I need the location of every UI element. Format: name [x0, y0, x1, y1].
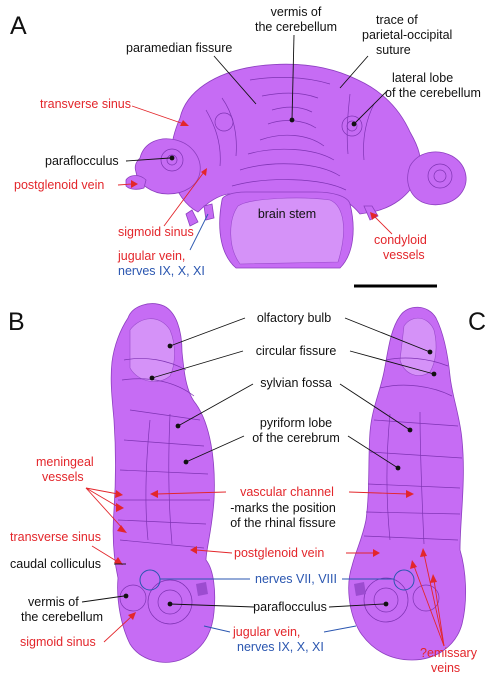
label-a-postglenoid-vein: postglenoid vein — [14, 178, 104, 192]
point-b-olfactory — [168, 344, 173, 349]
label-olfactory-bulb: olfactory bulb — [257, 311, 331, 325]
label-meningeal-2: vessels — [42, 470, 84, 484]
label-a-transverse-sinus: transverse sinus — [40, 97, 131, 111]
label-a-jugular-vein: jugular vein, — [117, 249, 185, 263]
label-sylvian-fossa: sylvian fossa — [260, 376, 332, 390]
point-c-paraflocculus — [384, 602, 389, 607]
label-b-transverse-sinus: transverse sinus — [10, 530, 101, 544]
point-a-vermis — [290, 118, 295, 123]
panel-label-b: B — [8, 308, 25, 336]
label-circular-fissure: circular fissure — [256, 344, 337, 358]
label-a-trace-2: parietal-occipital — [362, 28, 452, 42]
label-a-lateral-lobe-2: of the cerebellum — [385, 86, 481, 100]
label-b-vermis-2: the cerebellum — [21, 610, 103, 624]
leader-b-vermis — [82, 596, 124, 602]
point-c-olfactory — [428, 350, 433, 355]
point-c-circular — [432, 372, 437, 377]
point-b-pyriform — [184, 460, 189, 465]
label-b-jugular-vein: jugular vein, — [232, 625, 300, 639]
leader-a-condyloid — [374, 216, 392, 234]
label-b-nerves-ix-x-xi: nerves IX, X, XI — [237, 640, 324, 654]
panel-c-specimen — [349, 307, 466, 660]
label-nerves-vii-viii: nerves VII, VIII — [255, 572, 337, 586]
point-b-sylvian — [176, 424, 181, 429]
panel-label-c: C — [468, 308, 486, 336]
label-rhinal-note-1: -marks the position — [230, 501, 336, 515]
label-pyriform-lobe-2: of the cerebrum — [252, 431, 340, 445]
label-a-paramedian-fissure: paramedian fissure — [126, 41, 232, 55]
label-a-condyloid-1: condyloid — [374, 233, 427, 247]
point-c-sylvian — [408, 428, 413, 433]
label-rhinal-note-2: of the rhinal fissure — [230, 516, 336, 530]
point-c-pyriform — [396, 466, 401, 471]
label-vascular-channel: vascular channel — [240, 485, 334, 499]
leader-a-transverse-sinus — [132, 106, 184, 124]
label-a-brain-stem: brain stem — [258, 207, 316, 221]
label-a-condyloid-2: vessels — [383, 248, 425, 262]
label-b-vermis-1: vermis of — [28, 595, 79, 609]
label-emissary-2: veins — [431, 661, 460, 675]
point-b-vermis — [124, 594, 129, 599]
leader-b-olfactory — [170, 318, 245, 346]
label-a-trace-1: trace of — [376, 13, 418, 27]
panel-b-specimen — [111, 304, 215, 663]
label-a-lateral-lobe-1: lateral lobe — [392, 71, 453, 85]
point-b-paraflocculus — [168, 602, 173, 607]
label-meningeal-1: meningeal — [36, 455, 94, 469]
label-a-vermis-1: vermis of — [271, 5, 322, 19]
label-paraflocculus: paraflocculus — [253, 600, 327, 614]
label-caudal-colliculus: caudal colliculus — [10, 557, 101, 571]
label-a-nerves-ix-x-xi: nerves IX, X, XI — [118, 264, 205, 278]
label-postglenoid-vein: postglenoid vein — [234, 546, 324, 560]
label-a-vermis-2: the cerebellum — [255, 20, 337, 34]
point-b-circular — [150, 376, 155, 381]
point-a-paraflocculus — [170, 156, 175, 161]
label-a-paraflocculus: paraflocculus — [45, 154, 119, 168]
label-a-sigmoid-sinus: sigmoid sinus — [118, 225, 194, 239]
label-emissary-1: ?emissary — [420, 646, 478, 660]
label-a-trace-3: suture — [376, 43, 411, 57]
leader-c-jugular — [324, 626, 356, 632]
point-a-lateral-lobe — [352, 122, 357, 127]
label-b-sigmoid-sinus: sigmoid sinus — [20, 635, 96, 649]
label-pyriform-lobe-1: pyriform lobe — [260, 416, 332, 430]
panel-label-a: A — [10, 12, 27, 40]
